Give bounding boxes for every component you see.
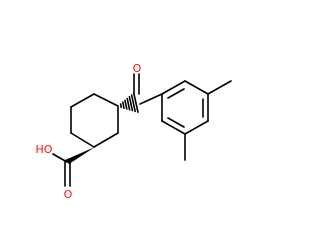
ring-bond	[70, 132, 95, 148]
ketone-carbonyl	[133, 73, 140, 95]
aromatic-inner-bond	[167, 117, 185, 128]
aromatic-bond	[184, 80, 209, 95]
cyclohexane-ring	[70, 93, 119, 148]
solid-wedge-bond	[65, 147, 95, 164]
benzene-ring	[161, 80, 209, 135]
aromatic-inner-bond	[167, 88, 185, 99]
chemical-structure-figure: O O HO	[35, 62, 232, 201]
hash-stroke	[130, 94, 136, 113]
methyl-bond-top	[207, 80, 232, 95]
hash-stroke	[126, 97, 131, 111]
carboxyl-hydroxyl-bond	[52, 153, 68, 163]
ring-bond	[93, 132, 119, 148]
aromatic-bond	[161, 120, 186, 135]
hashed-wedge-bond	[119, 92, 139, 113]
carbonyl-aryl-bond	[139, 93, 163, 105]
ring-bond	[93, 93, 119, 107]
hash-stroke	[122, 101, 125, 109]
molecule-drawing: O O HO	[36, 62, 232, 201]
carbonyl-oxygen-label: O	[133, 62, 142, 75]
carboxyl-oxygen-label: O	[64, 188, 73, 201]
hash-stroke	[128, 96, 134, 112]
ring-bond	[70, 93, 95, 108]
hash-stroke	[124, 99, 128, 110]
hash-stroke	[119, 103, 122, 109]
aromatic-bond	[161, 80, 186, 95]
aromatic-bond	[184, 120, 209, 135]
carboxyl-carbonyl	[64, 161, 71, 187]
hash-stroke	[133, 92, 139, 113]
hydroxyl-label: HO	[36, 143, 53, 156]
